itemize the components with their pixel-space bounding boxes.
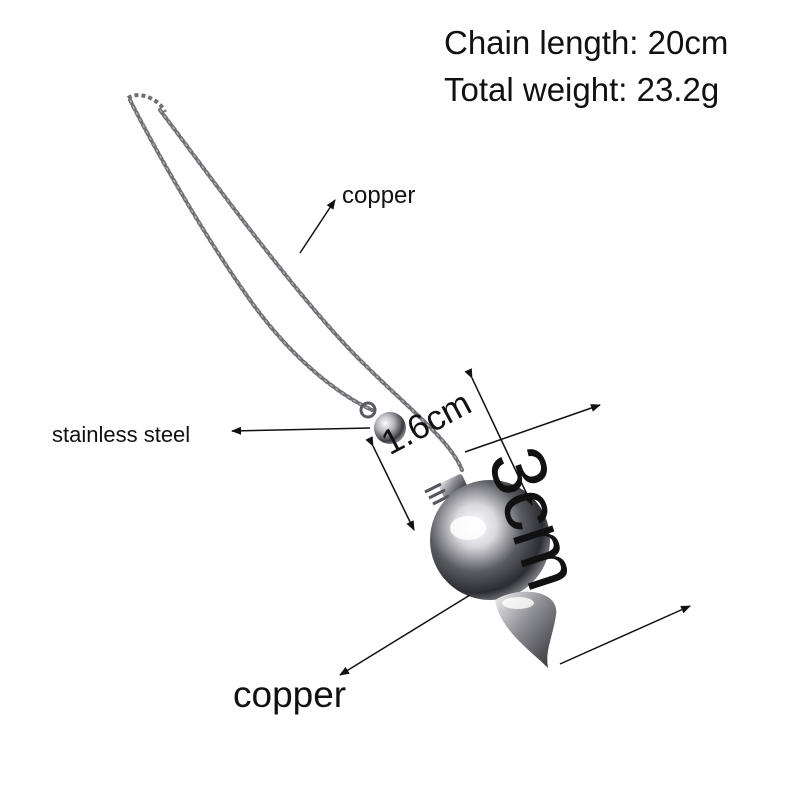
pendulum-cap	[424, 474, 468, 506]
label-pointers	[231, 199, 471, 676]
chain-material-label: copper	[342, 182, 416, 209]
dimension-lines	[365, 368, 691, 665]
pendulum-body	[430, 480, 557, 668]
body-material-label: copper	[233, 674, 347, 715]
steel-bead	[359, 401, 406, 444]
chain-length-spec: Chain length: 20cm	[444, 24, 729, 61]
total-weight-spec: Total weight: 23.2g	[444, 71, 720, 108]
bead-material-label: stainless steel	[52, 422, 191, 447]
